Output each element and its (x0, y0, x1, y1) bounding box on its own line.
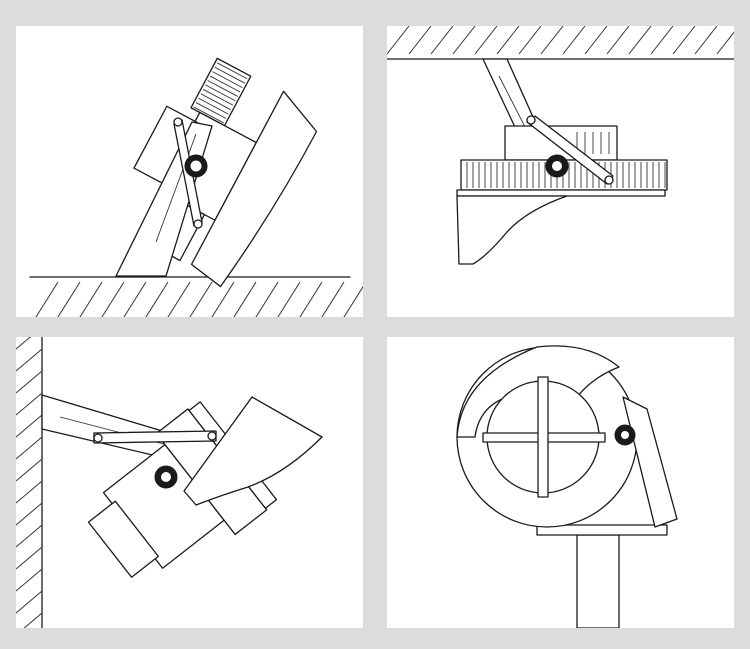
panel-ground-mount (16, 26, 363, 317)
pole (576, 534, 620, 628)
base-plate (536, 524, 668, 536)
ceiling-mount-drawing (387, 26, 734, 265)
panel-wall-mount (16, 337, 363, 628)
pole-mount-drawing (456, 345, 678, 628)
adjust-bar (93, 430, 217, 444)
ground-hatching (35, 281, 363, 317)
visor (190, 90, 318, 288)
ceiling-hatching (387, 26, 734, 55)
panel-ceiling-mount (387, 26, 734, 317)
visor (456, 195, 568, 265)
visor (183, 396, 323, 506)
wall-mount-drawing (16, 337, 323, 628)
wall-hatching (16, 337, 43, 628)
ground-mount-drawing (29, 57, 363, 317)
bracket-arm (622, 396, 678, 528)
panel-pole-mount (387, 337, 734, 628)
